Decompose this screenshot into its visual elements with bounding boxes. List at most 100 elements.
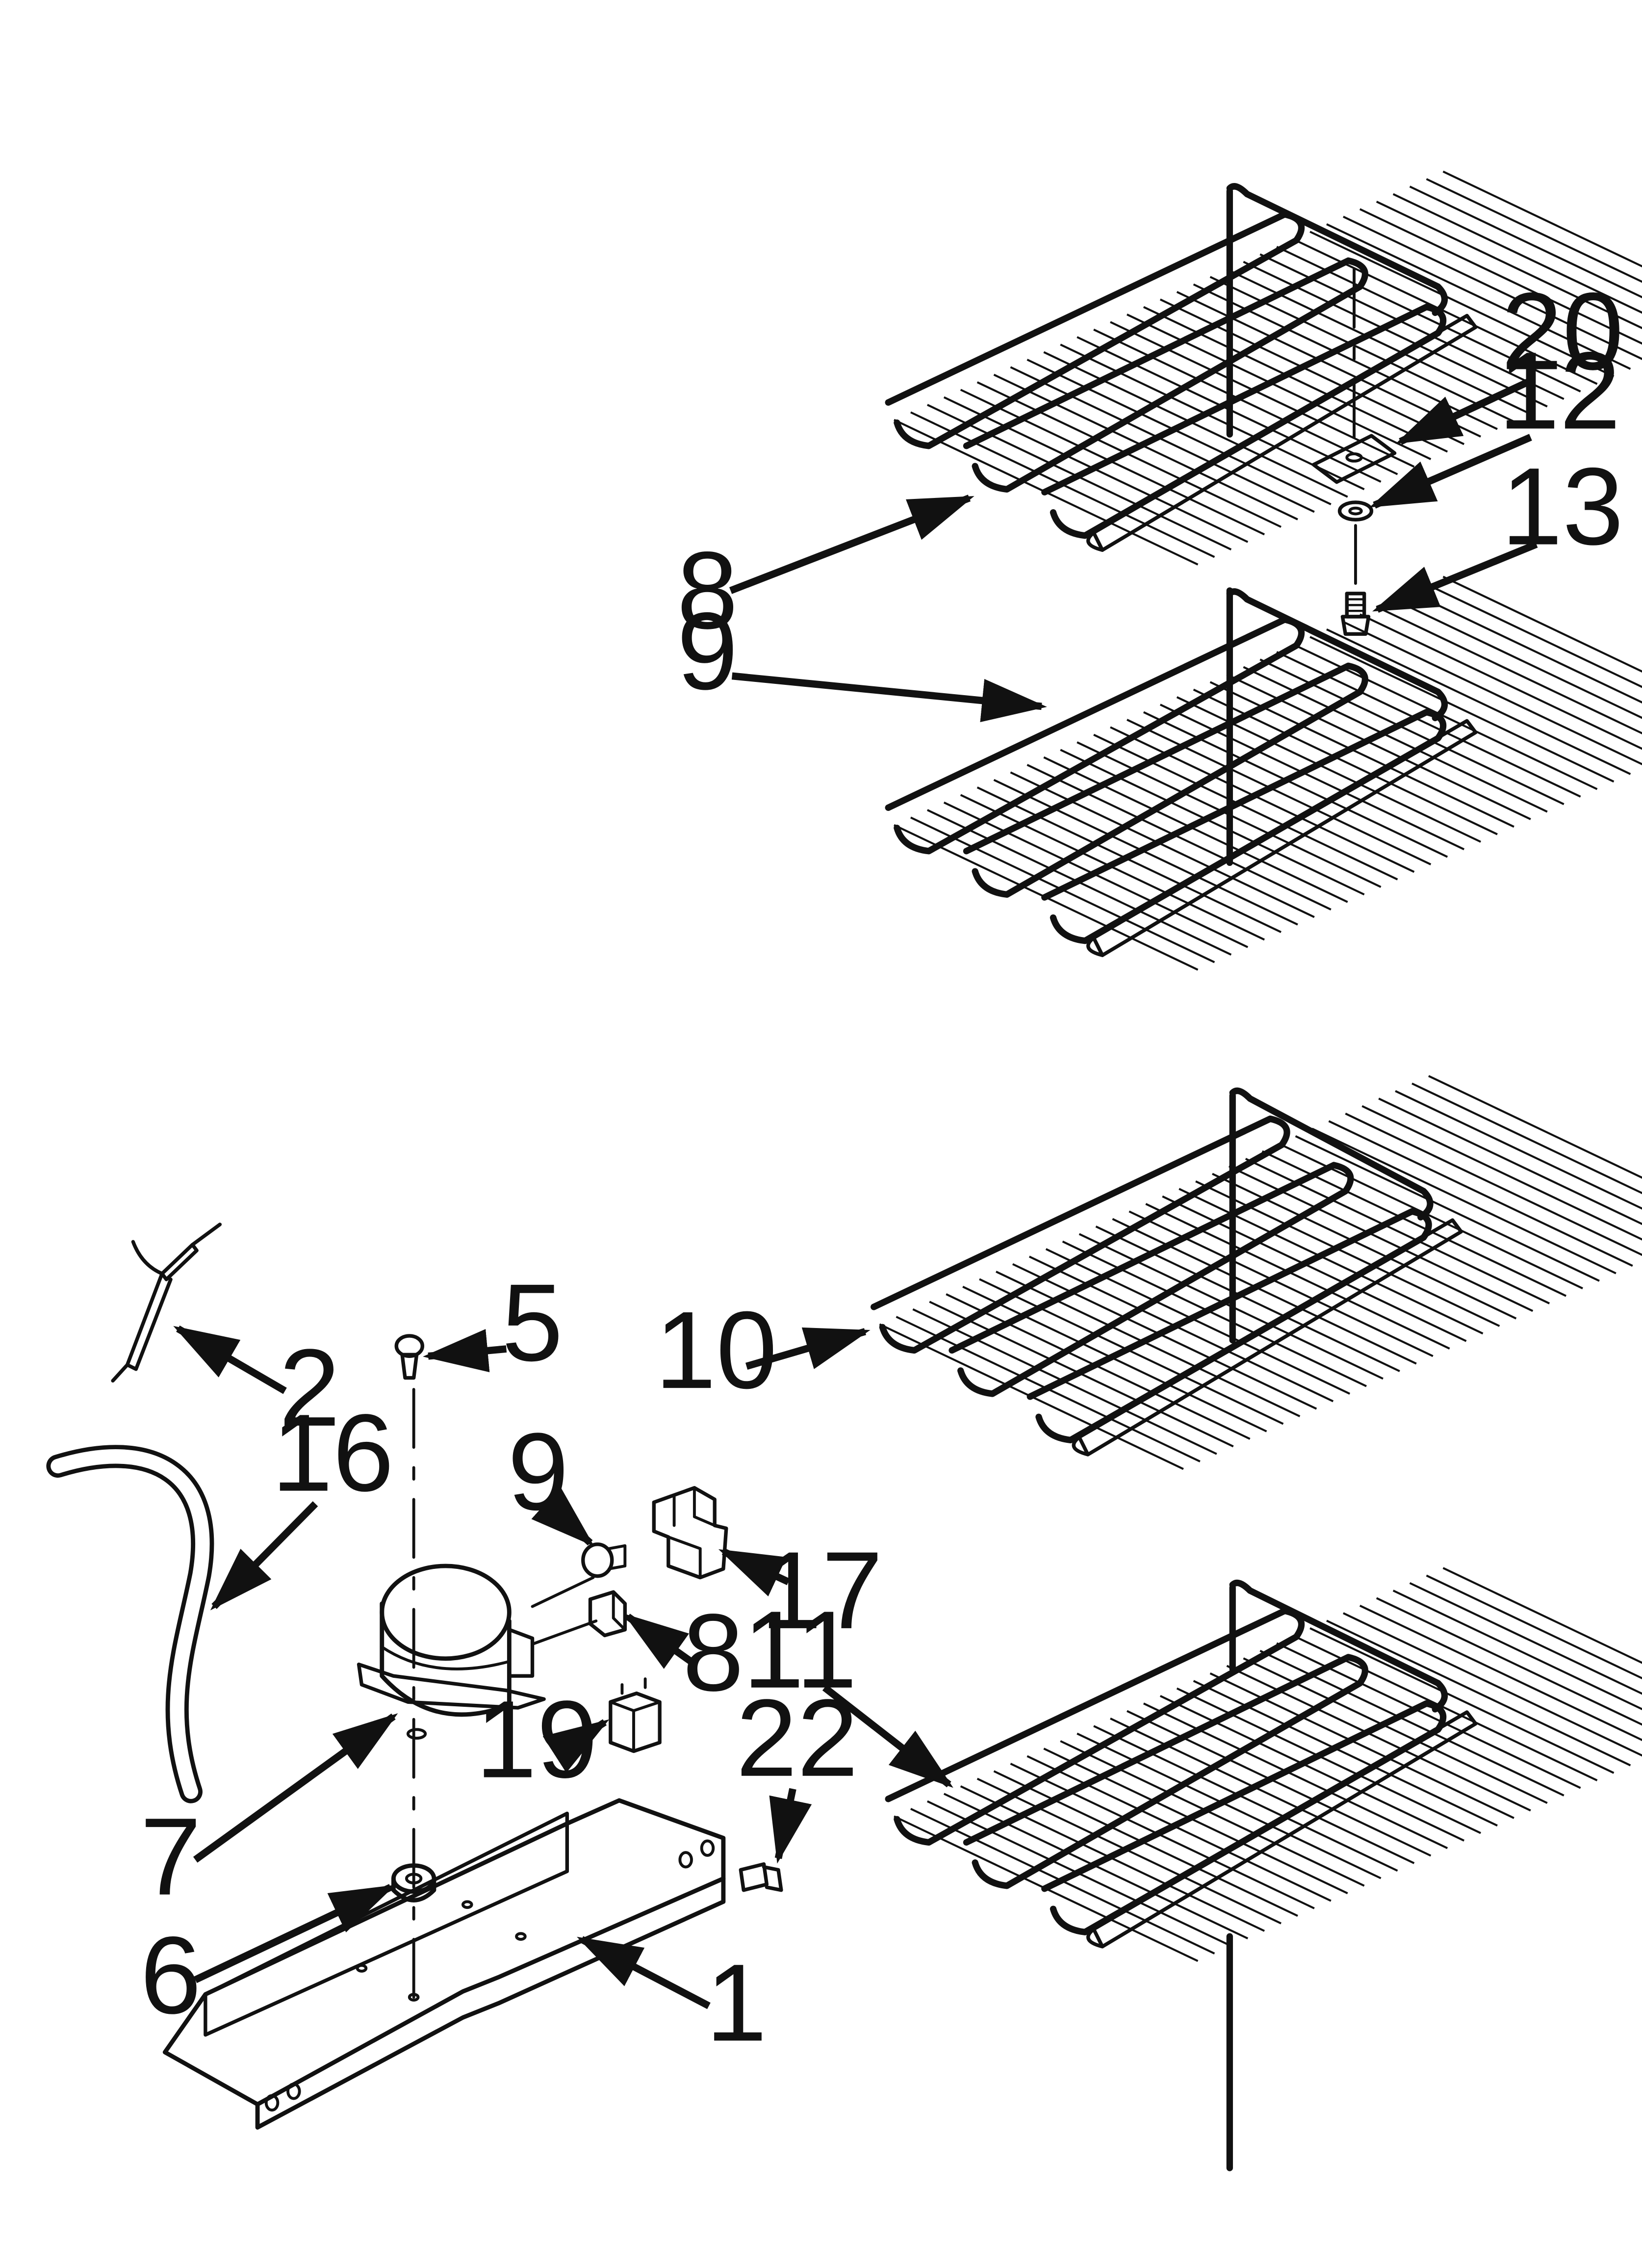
grille-fin bbox=[1361, 1105, 1642, 1241]
callout-6: 6 bbox=[140, 1913, 202, 2036]
callout-10: 8 bbox=[677, 529, 738, 652]
grille-fin bbox=[1409, 591, 1642, 704]
grille-fin bbox=[1426, 1574, 1642, 1680]
grille-fin bbox=[1309, 636, 1615, 783]
grille-fin bbox=[1043, 351, 1348, 498]
grille-fin bbox=[1426, 178, 1642, 283]
grille-fin bbox=[1145, 1203, 1450, 1350]
leader-1 bbox=[577, 1936, 711, 2009]
grille-fin bbox=[1409, 185, 1642, 299]
grille-fin bbox=[1392, 193, 1642, 314]
grille-fin bbox=[1093, 1725, 1398, 1872]
callout-8: 8 bbox=[683, 1591, 744, 1714]
grille-fin bbox=[1395, 1090, 1642, 1210]
grille-fin bbox=[993, 1770, 1298, 1917]
grille-fin bbox=[1226, 268, 1531, 415]
grille-fin bbox=[1243, 1657, 1548, 1804]
grille-fin bbox=[1328, 1120, 1633, 1267]
washer-part bbox=[1337, 500, 1374, 522]
grille-fin bbox=[1110, 321, 1415, 468]
grille-coil-loop bbox=[871, 1115, 1290, 1354]
grille-rail-end bbox=[1086, 936, 1104, 957]
grille-fin bbox=[1359, 208, 1642, 345]
leader-9 bbox=[531, 1486, 594, 1547]
grille-fin bbox=[1442, 170, 1642, 268]
grille-coil-loop bbox=[949, 1162, 1354, 1397]
grille-fin bbox=[1428, 1075, 1642, 1179]
grille-fin bbox=[1026, 359, 1332, 505]
grille-rail bbox=[1092, 313, 1478, 552]
grille-frame-wire bbox=[1226, 183, 1448, 316]
grille-fin bbox=[1359, 1604, 1642, 1742]
grille-fin bbox=[1126, 1710, 1432, 1857]
grille-rail bbox=[1077, 1218, 1463, 1457]
leader-14 bbox=[1369, 434, 1532, 509]
grille-fin bbox=[1278, 1143, 1583, 1290]
leader-5 bbox=[423, 1329, 507, 1373]
grille-fin bbox=[1010, 366, 1315, 513]
base-plate-part bbox=[162, 1798, 726, 2130]
grille-fin bbox=[1028, 1255, 1334, 1403]
grille-fin bbox=[1126, 719, 1432, 865]
grille-fin bbox=[993, 373, 1298, 521]
condenser-grille-third bbox=[871, 1075, 1642, 1470]
grille-fin bbox=[1326, 1619, 1631, 1767]
grille-frame-wire bbox=[1226, 588, 1448, 722]
grille-fin bbox=[1342, 1612, 1642, 1757]
callout-16: 16 bbox=[272, 1391, 394, 1514]
grille-coil-loop bbox=[963, 257, 1368, 493]
screw-part bbox=[1340, 592, 1371, 636]
grille-fin bbox=[996, 1271, 1301, 1417]
grille-fin bbox=[1276, 1642, 1581, 1789]
grille-fin bbox=[1293, 643, 1598, 790]
grille-fin bbox=[1293, 1635, 1598, 1782]
grille-fin bbox=[1095, 1225, 1400, 1372]
leader-12 bbox=[745, 1327, 871, 1370]
compressor-part bbox=[357, 1564, 598, 1740]
grille-fin bbox=[1143, 1702, 1448, 1850]
grille-fin bbox=[1411, 1082, 1642, 1195]
grille-rail-end bbox=[1086, 1927, 1104, 1949]
grille-fin bbox=[1226, 1665, 1531, 1812]
grille-fin bbox=[1159, 1695, 1465, 1842]
pad-part bbox=[1311, 434, 1397, 484]
grille-fin bbox=[1378, 1097, 1642, 1225]
grille-fin bbox=[1110, 1718, 1415, 1864]
grille-rail-end bbox=[1086, 531, 1104, 552]
grille-fin bbox=[979, 1278, 1284, 1425]
leader-8 bbox=[623, 1613, 695, 1669]
condenser-grille-lower bbox=[885, 1567, 1642, 2171]
grille-fin bbox=[1261, 1150, 1567, 1297]
condenser-grille-upper bbox=[885, 170, 1642, 566]
grille-fin bbox=[1159, 704, 1465, 851]
overload-part bbox=[581, 1542, 627, 1578]
grille-fin bbox=[1359, 613, 1642, 750]
capacitor-part bbox=[609, 1677, 662, 1753]
capillary-tube-part bbox=[111, 1223, 222, 1383]
hose-part bbox=[46, 1445, 214, 1803]
grille-fin bbox=[1276, 651, 1581, 798]
callout-15: 13 bbox=[1501, 444, 1623, 568]
callout-7: 7 bbox=[140, 1795, 202, 1918]
leader-10 bbox=[729, 495, 975, 594]
grille-fin bbox=[1226, 674, 1531, 820]
leader-20 bbox=[1395, 377, 1532, 445]
callout-14: 12 bbox=[1498, 329, 1620, 452]
grille-fin bbox=[1043, 1747, 1348, 1895]
callout-20: 20 bbox=[1501, 270, 1623, 393]
grille-fin bbox=[1060, 1740, 1365, 1887]
grille-fin bbox=[1143, 711, 1448, 858]
grille-fin bbox=[1345, 1113, 1642, 1256]
condenser-grille-second bbox=[885, 575, 1642, 971]
grille-fin bbox=[1077, 1732, 1382, 1879]
callout-13: 11 bbox=[743, 1588, 857, 1711]
grille-fin bbox=[1228, 1165, 1534, 1312]
grille-fin bbox=[1243, 666, 1548, 813]
grille-fin bbox=[1010, 1763, 1315, 1909]
leader-19 bbox=[542, 1719, 610, 1773]
grille-fin bbox=[1376, 1597, 1642, 1726]
grille-rail-end bbox=[1072, 1435, 1090, 1457]
relay-part bbox=[588, 1590, 627, 1638]
